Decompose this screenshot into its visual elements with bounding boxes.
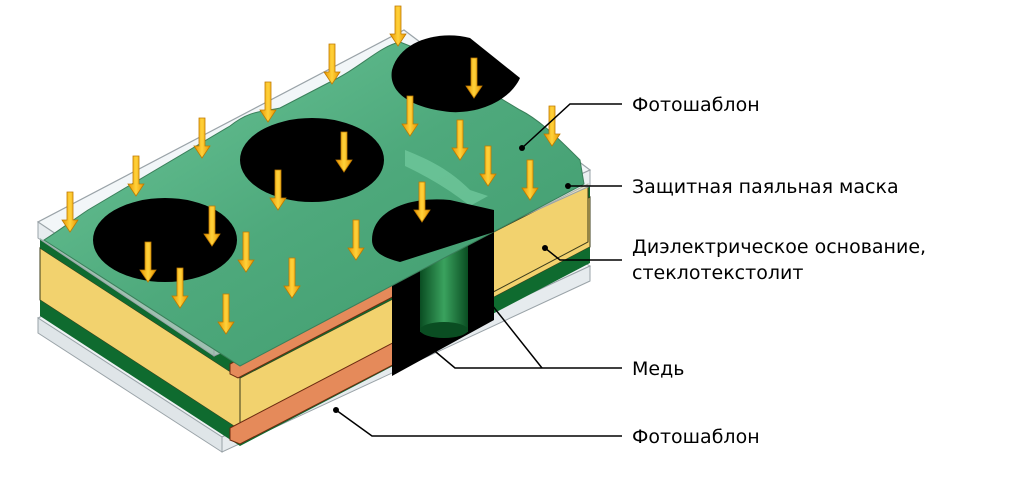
opening-4 bbox=[372, 199, 494, 262]
leader-photomask-bottom bbox=[335, 409, 622, 437]
label-dielectric-line1: Диэлектрическое основание, bbox=[632, 236, 926, 258]
uv-arrow-icon bbox=[323, 43, 341, 85]
label-photomask-top: Фотошаблон bbox=[632, 94, 760, 116]
leader-copper-1 bbox=[411, 331, 622, 369]
uv-arrow-icon bbox=[451, 119, 469, 161]
uv-arrows bbox=[61, 5, 561, 335]
uv-arrow-icon bbox=[269, 169, 287, 211]
uv-arrow-icon bbox=[479, 145, 497, 187]
uv-arrow-icon bbox=[283, 257, 301, 299]
uv-arrow-icon bbox=[543, 105, 561, 147]
uv-arrow-icon bbox=[389, 5, 407, 47]
leader-photomask-top bbox=[521, 103, 622, 149]
uv-arrow-icon bbox=[401, 95, 419, 137]
leader-lines bbox=[335, 103, 622, 437]
label-copper: Медь bbox=[632, 358, 684, 380]
uv-arrow-icon bbox=[139, 241, 157, 283]
uv-arrow-icon bbox=[413, 181, 431, 223]
uv-arrow-icon bbox=[347, 219, 365, 261]
uv-arrow-icon bbox=[521, 159, 539, 201]
uv-arrow-icon bbox=[127, 155, 145, 197]
uv-arrow-icon bbox=[465, 57, 483, 99]
uv-arrow-icon bbox=[171, 267, 189, 309]
uv-arrow-icon bbox=[237, 231, 255, 273]
uv-arrow-icon bbox=[203, 205, 221, 247]
uv-arrow-icon bbox=[335, 131, 353, 173]
leader-dielectric bbox=[544, 247, 622, 261]
label-photomask-bottom: Фотошаблон bbox=[632, 426, 760, 448]
leader-dots bbox=[333, 145, 571, 413]
label-dielectric-line2: стеклотекстолит bbox=[632, 262, 803, 284]
opening-2 bbox=[240, 118, 384, 202]
uv-arrow-icon bbox=[193, 117, 211, 159]
uv-arrow-icon bbox=[61, 191, 79, 233]
uv-arrow-icon bbox=[217, 293, 235, 335]
leader-copper-2 bbox=[487, 299, 543, 369]
opening-3 bbox=[391, 35, 520, 113]
opening-1 bbox=[93, 198, 237, 282]
label-solder-mask: Защитная паяльная маска bbox=[632, 176, 899, 198]
uv-arrow-icon bbox=[259, 81, 277, 123]
